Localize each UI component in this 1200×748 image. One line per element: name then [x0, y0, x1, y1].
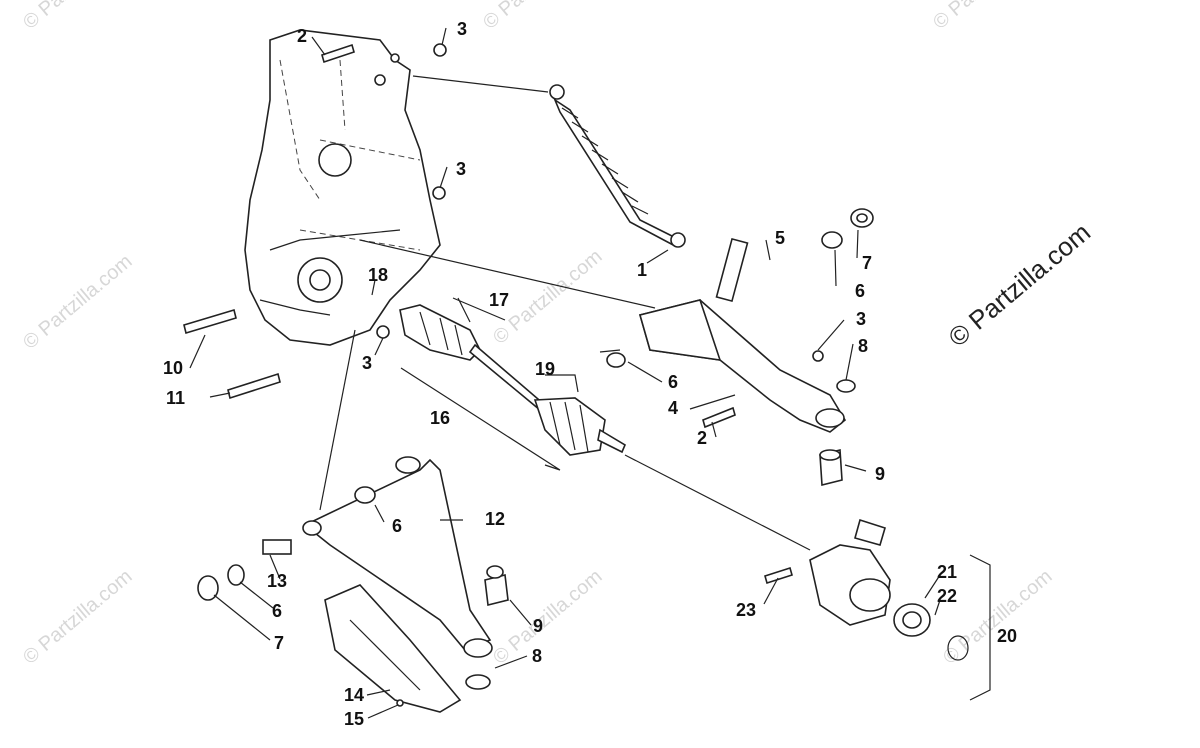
callout-3: 3 [456, 159, 466, 179]
knuckle-assembly [809, 518, 969, 661]
callout-16: 16 [430, 408, 450, 428]
callout-7: 7 [274, 633, 284, 653]
callout-13: 13 [267, 571, 287, 591]
callout-4: 4 [668, 398, 678, 418]
watermark: © Partzilla.com [19, 565, 136, 668]
callout-8: 8 [858, 336, 868, 356]
callout-2: 2 [297, 26, 307, 46]
watermark: © Partzilla.com [489, 565, 606, 668]
callout-20: 20 [997, 626, 1017, 646]
callout-1: 1 [637, 260, 647, 280]
callout-18: 18 [368, 265, 388, 285]
callout-8: 8 [532, 646, 542, 666]
watermark: © Partzilla.com [929, 0, 1046, 34]
callout-3: 3 [362, 353, 372, 373]
callout-2: 2 [697, 428, 707, 448]
watermark: © Partzilla.com [19, 0, 136, 34]
callout-21: 21 [937, 562, 957, 582]
callout-6: 6 [392, 516, 402, 536]
bolts [183, 43, 824, 707]
skid-plate [324, 584, 462, 713]
callout-10: 10 [163, 358, 183, 378]
callout-9: 9 [533, 616, 543, 636]
callout-5: 5 [775, 228, 785, 248]
shock-absorber [549, 84, 686, 248]
watermark-main: © Partzilla.com [943, 217, 1096, 353]
callout-9: 9 [875, 464, 885, 484]
drive-axle [399, 304, 627, 456]
callout-3: 3 [856, 309, 866, 329]
callout-6: 6 [855, 281, 865, 301]
callout-14: 14 [344, 685, 364, 705]
callout-6: 6 [668, 372, 678, 392]
callout-19: 19 [535, 359, 555, 379]
callout-11: 11 [166, 388, 185, 408]
leader-lines [189, 27, 991, 719]
frame [244, 29, 441, 346]
callout-12: 12 [485, 509, 505, 529]
callout-7: 7 [862, 253, 872, 273]
watermark: © Partzilla.com [19, 250, 136, 353]
callout-6: 6 [272, 601, 282, 621]
watermark: © Partzilla.com [479, 0, 596, 34]
callout-15: 15 [344, 709, 364, 729]
callout-22: 22 [937, 586, 957, 606]
watermark-group: © Partzilla.com © Partzilla.com © Partzi… [19, 0, 1096, 669]
callout-3: 3 [457, 19, 467, 39]
callouts: 1 2 2 3 3 3 3 4 5 6 6 6 6 7 7 8 8 9 9 10… [163, 19, 1017, 729]
callout-23: 23 [736, 600, 756, 620]
lower-a-arm [197, 456, 509, 690]
callout-17: 17 [489, 290, 509, 310]
upper-a-arm [606, 208, 874, 487]
